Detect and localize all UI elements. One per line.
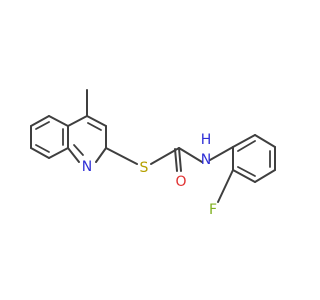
- quinoline-benzo-ring: [30, 115, 69, 159]
- oxygen-label: O: [175, 174, 186, 190]
- amide-hydrogen-label: H: [201, 132, 212, 148]
- atom-labels: N S O N H F: [82, 132, 217, 218]
- fluorophenyl-ring: [217, 134, 276, 203]
- sulfur-label: S: [140, 160, 149, 176]
- amide-nitrogen-label: N: [201, 152, 211, 168]
- fluorine-label: F: [209, 202, 217, 218]
- molecule-structure: N S O N H F: [30, 89, 276, 218]
- molecule-canvas: N S O N H F: [30, 89, 276, 218]
- thioacetamide-chain: [105, 146, 234, 172]
- quinoline-pyridine-ring: [67, 89, 107, 163]
- nitrogen-quinoline-label: N: [82, 159, 92, 175]
